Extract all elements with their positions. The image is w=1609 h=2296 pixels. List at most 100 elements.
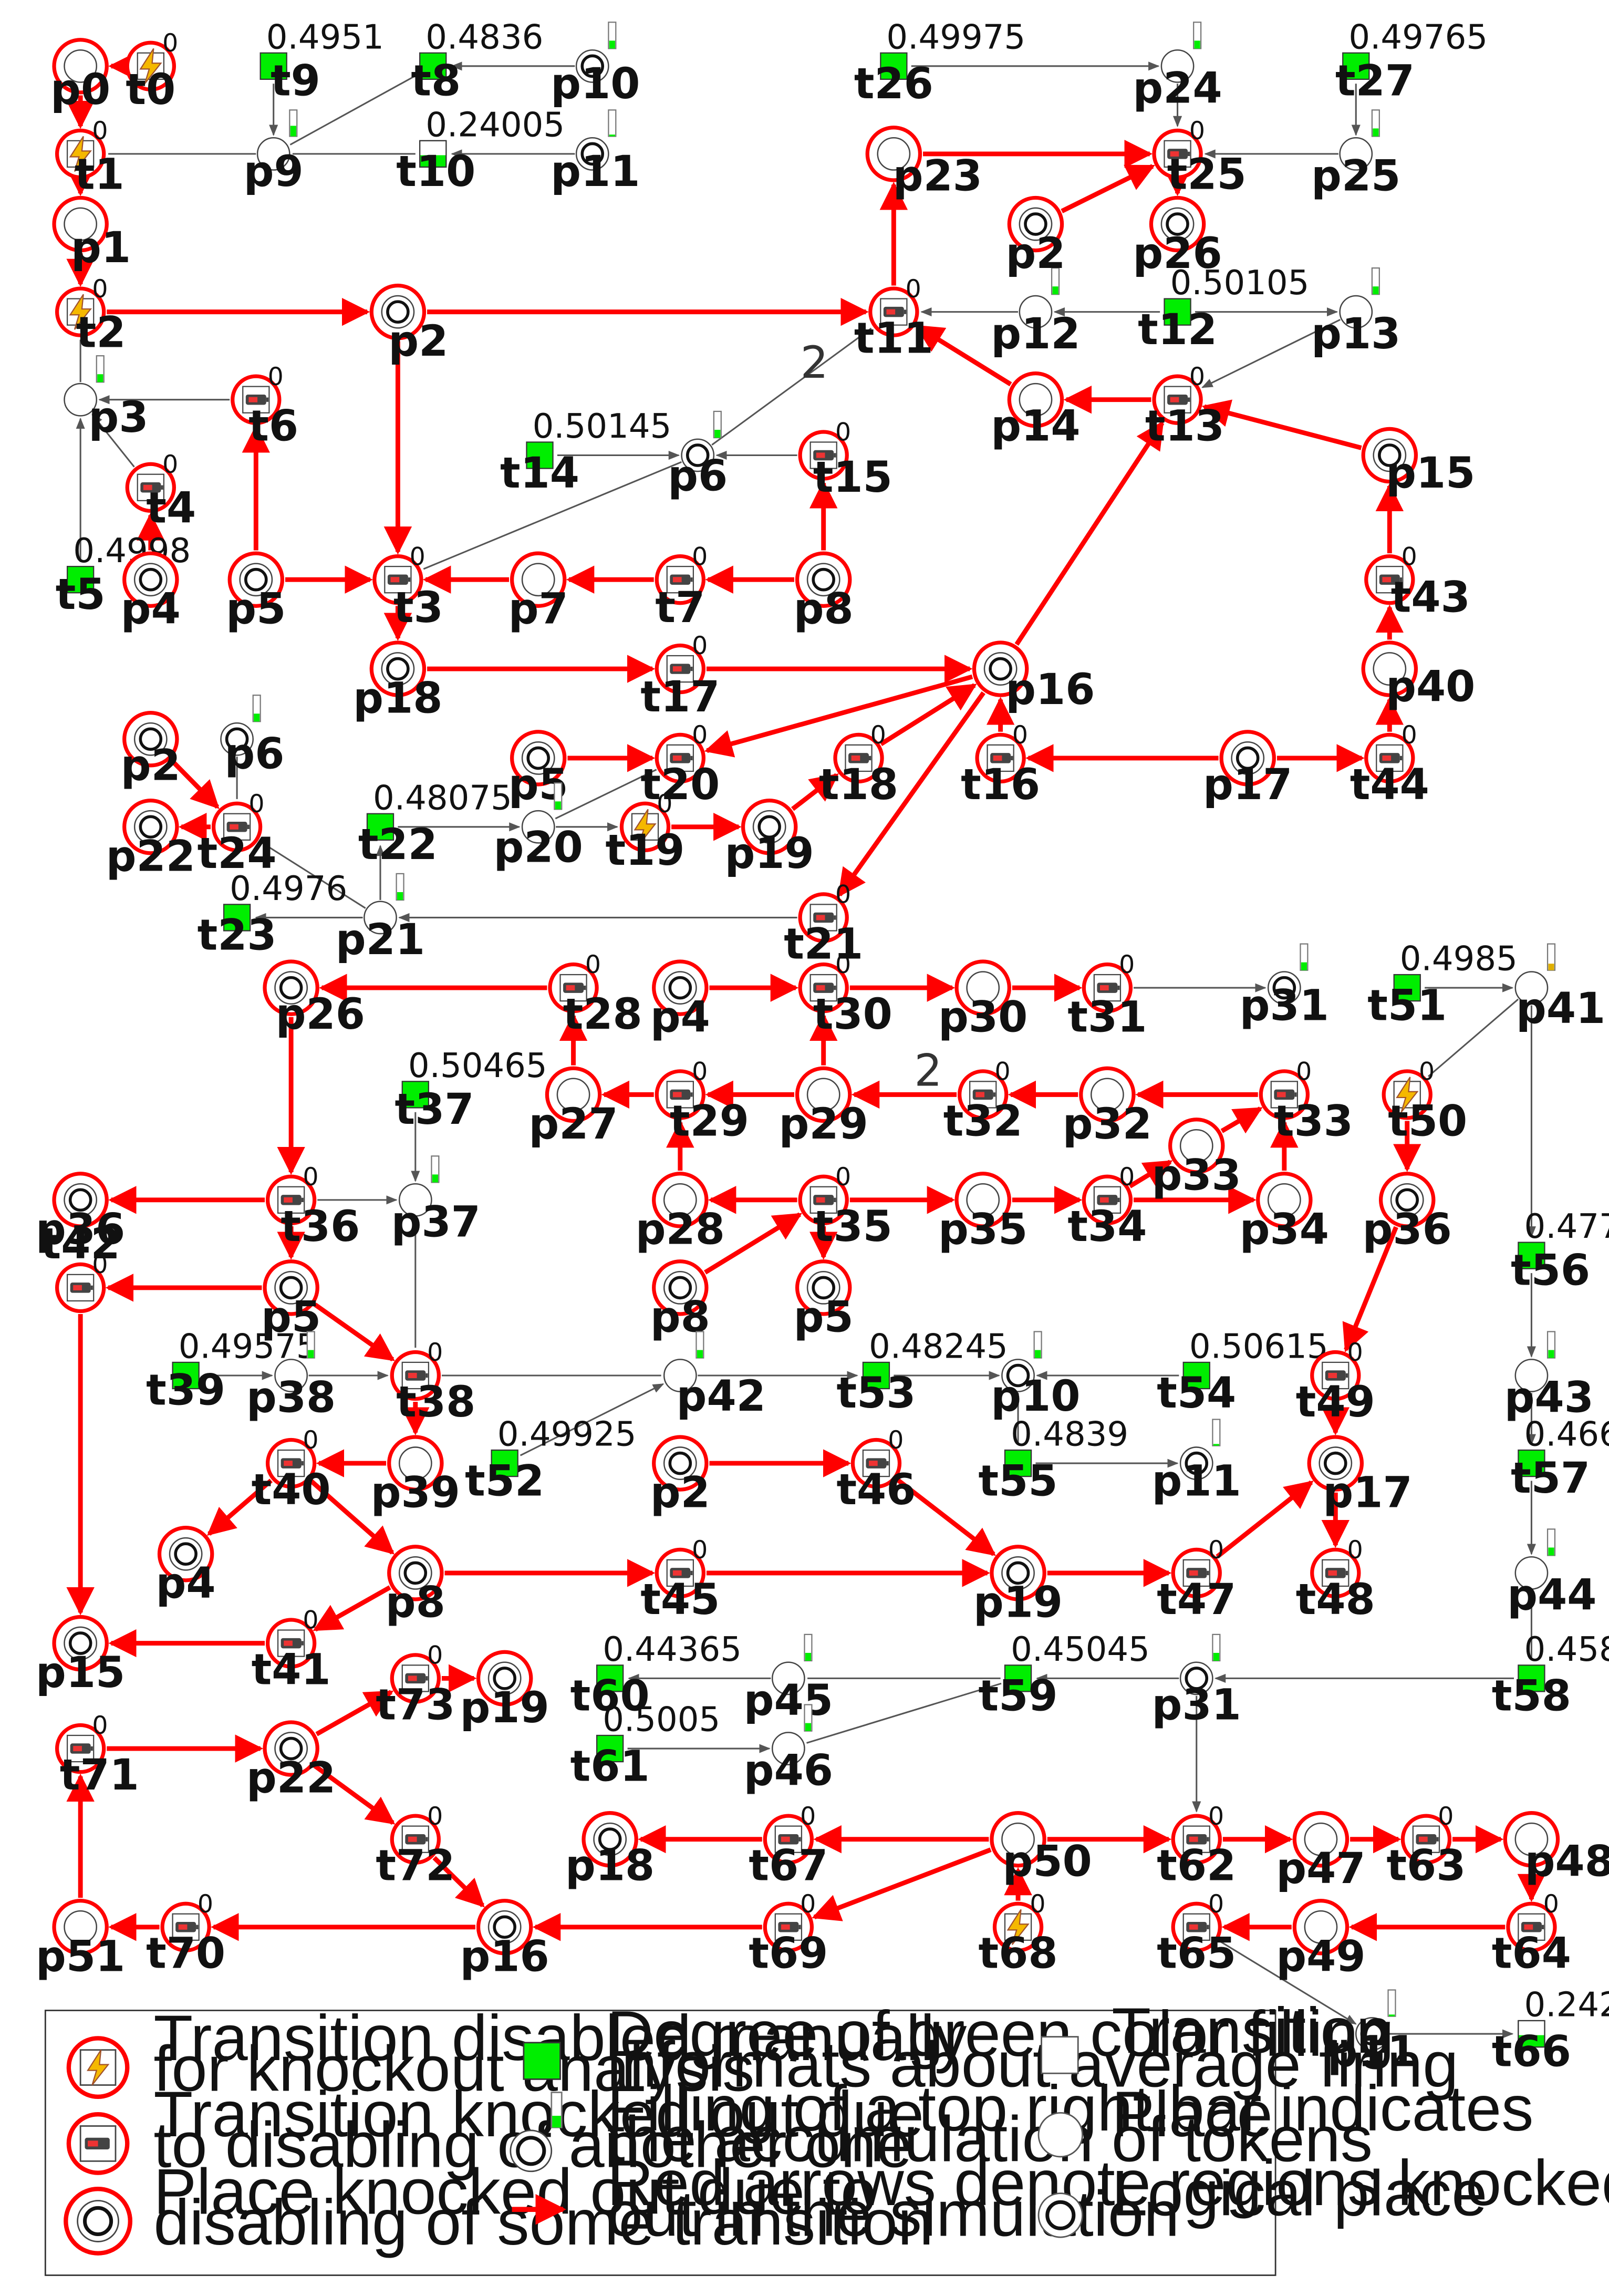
logical-p11c[interactable]: p11 xyxy=(1327,1989,1417,2077)
transition-t3[interactable]: 0t3 xyxy=(372,542,443,633)
place-p7[interactable]: p7 xyxy=(508,551,568,634)
place-p33[interactable]: p33 xyxy=(1152,1118,1241,1201)
logical-p11a[interactable]: p11 xyxy=(551,109,640,196)
place-p44[interactable]: p44 xyxy=(1507,1528,1596,1620)
logical-p16a[interactable]: p16 xyxy=(972,640,1095,715)
logical-p22b[interactable]: p22 xyxy=(246,1720,336,1803)
transition-t1[interactable]: 0t1 xyxy=(55,117,124,200)
place-p14[interactable]: p14 xyxy=(991,371,1081,451)
logical-p4c[interactable]: p4 xyxy=(156,1525,216,1609)
place-p28[interactable]: p28 xyxy=(636,1172,725,1255)
logical-p10b[interactable]: p10 xyxy=(991,1331,1081,1421)
place-p3[interactable]: p3 xyxy=(64,355,149,442)
logical-p36a[interactable]: p36 xyxy=(36,1172,125,1255)
logical-p19b[interactable]: p19 xyxy=(973,1545,1063,1628)
place-p48[interactable]: p48 xyxy=(1503,1811,1609,1887)
place-p37[interactable]: p37 xyxy=(391,1155,481,1247)
logical-p5a[interactable]: p5 xyxy=(226,551,286,634)
logical-p8b[interactable]: p8 xyxy=(650,1259,710,1342)
place-p9[interactable]: p9 xyxy=(244,109,304,196)
logical-p4b[interactable]: p4 xyxy=(650,959,710,1042)
logical-p2c[interactable]: p2 xyxy=(121,710,181,791)
logical-p15b[interactable]: p15 xyxy=(36,1615,125,1698)
place-p41[interactable]: p41 xyxy=(1514,943,1605,1033)
place-p21[interactable]: p21 xyxy=(336,873,425,965)
logical-p19c[interactable]: p19 xyxy=(460,1650,549,1733)
place-p13[interactable]: p13 xyxy=(1311,267,1400,359)
place-p39[interactable]: p39 xyxy=(371,1435,460,1518)
logical-p19a[interactable]: p19 xyxy=(725,799,814,878)
logical-p8a[interactable]: p8 xyxy=(794,551,854,634)
logical-p26b[interactable]: p26 xyxy=(263,959,365,1039)
place-p51[interactable]: p51 xyxy=(36,1899,125,1982)
transition-t7[interactable]: 0t7 xyxy=(655,542,708,633)
transition-t6[interactable]: 0t6 xyxy=(231,363,298,451)
logical-p6b[interactable]: p6 xyxy=(220,695,285,779)
logical-p2b[interactable]: p2 xyxy=(1005,195,1065,278)
logical-p8c[interactable]: p8 xyxy=(386,1545,445,1628)
place-p43[interactable]: p43 xyxy=(1504,1331,1594,1423)
logical-p31b[interactable]: p31 xyxy=(1152,1633,1241,1730)
place-p32[interactable]: p32 xyxy=(1063,1066,1152,1149)
transition-t2[interactable]: 0t2 xyxy=(55,275,126,358)
logical-p16b[interactable]: p16 xyxy=(460,1899,549,1982)
place-p34[interactable]: p34 xyxy=(1240,1172,1329,1255)
transition-t66[interactable]: 0.24285t66 xyxy=(1492,1986,1609,2077)
logical-p4a[interactable]: p4 xyxy=(121,551,181,634)
transition-t56[interactable]: 0.4774t56 xyxy=(1511,1207,1609,1295)
transition-t4[interactable]: 0t4 xyxy=(125,450,196,533)
place-p40[interactable]: p40 xyxy=(1361,640,1475,711)
place-p30[interactable]: p30 xyxy=(938,959,1027,1042)
logical-p2a[interactable]: p2 xyxy=(369,283,448,367)
place-p23[interactable]: p23 xyxy=(865,126,982,201)
place-p20[interactable]: p20 xyxy=(494,782,583,873)
place-p38[interactable]: p38 xyxy=(246,1331,336,1423)
